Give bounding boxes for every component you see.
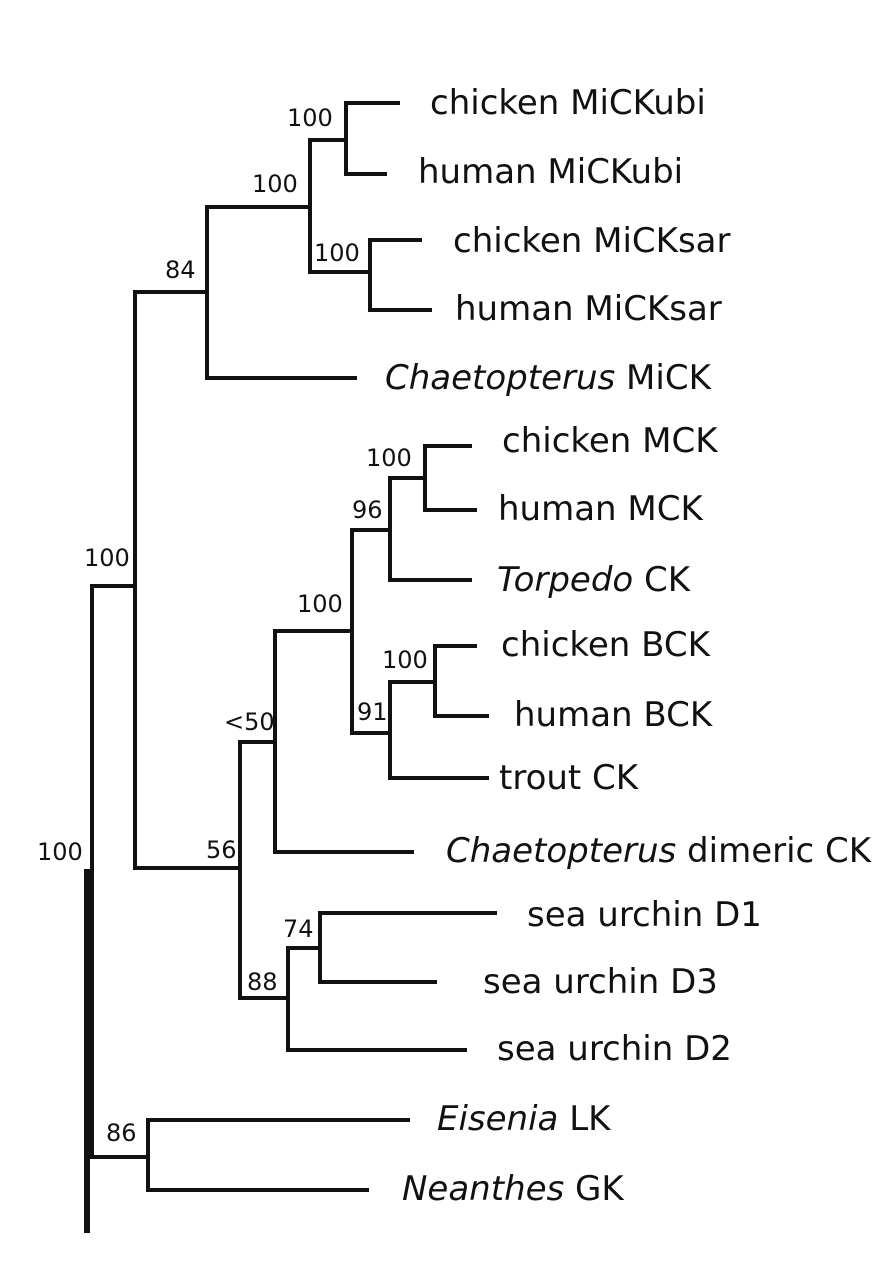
branch-mitochondrial	[205, 205, 357, 380]
support-label: 100	[37, 838, 83, 866]
taxon-name-rest: dimeric CK	[676, 831, 873, 871]
support-label: 96	[352, 496, 383, 524]
branch-mck	[423, 444, 477, 512]
taxon-label: trout CK	[499, 758, 640, 798]
branch-cytoplasmic	[238, 740, 290, 1000]
branch-ingroup	[133, 290, 242, 870]
taxon-name-rest: GK	[564, 1169, 625, 1209]
taxon-label: Chaetopterus MiCK	[385, 358, 713, 398]
support-label: 84	[165, 256, 196, 284]
branch-micksar	[368, 238, 432, 312]
taxon-label: Chaetopterus dimeric CK	[446, 831, 873, 871]
taxon-label: Torpedo CK	[497, 560, 692, 600]
taxon-label: Neanthes GK	[402, 1169, 625, 1209]
taxon-label: sea urchin D2	[497, 1029, 732, 1069]
tree-branches	[84, 101, 497, 1233]
taxon-label: human MiCKubi	[418, 152, 683, 192]
taxon-label: chicken MCK	[502, 421, 719, 461]
taxon-label: sea urchin D1	[527, 895, 762, 935]
taxon-genus: Chaetopterus	[385, 358, 615, 398]
support-label: <50	[224, 708, 275, 736]
support-label: 56	[206, 836, 237, 864]
support-label: 91	[357, 698, 388, 726]
taxon-label: human BCK	[514, 695, 714, 735]
branch-mck-torpedo	[388, 476, 472, 582]
branch-mickubi	[344, 101, 400, 176]
taxon-name-rest: CK	[633, 560, 692, 600]
branch-bck-trout	[388, 680, 489, 780]
taxon-label: chicken MiCKsar	[453, 221, 731, 261]
support-label: 74	[283, 915, 314, 943]
branch-root	[90, 584, 150, 1159]
branch-lk-gk	[146, 1118, 410, 1192]
taxon-label: chicken BCK	[501, 625, 712, 665]
taxon-genus: Neanthes	[402, 1169, 564, 1209]
taxon-name-rest: LK	[558, 1099, 612, 1139]
support-label: 100	[382, 646, 428, 674]
support-label: 100	[297, 590, 343, 618]
branch-d1-d3	[318, 911, 497, 984]
support-values: 100 100 84 100 100 100 56 <50 100 96 100…	[37, 104, 428, 1147]
support-label: 100	[366, 444, 412, 472]
taxon-genus: Eisenia	[437, 1099, 558, 1139]
taxon-label: Eisenia LK	[437, 1099, 612, 1139]
support-label: 100	[252, 170, 298, 198]
taxon-label: human MCK	[498, 489, 704, 529]
taxon-name-rest: MiCK	[615, 358, 712, 398]
support-label: 86	[106, 1119, 137, 1147]
support-label: 100	[314, 239, 360, 267]
taxon-label: chicken MiCKubi	[430, 83, 706, 123]
taxon-genus: Torpedo	[497, 560, 633, 600]
branch-bck	[433, 644, 489, 718]
branch-vertebrate-ck	[350, 528, 392, 735]
taxon-label: human MiCKsar	[455, 289, 722, 329]
support-label: 88	[247, 968, 278, 996]
taxon-label: sea urchin D3	[483, 962, 718, 1002]
branch-ck-clade	[273, 629, 414, 854]
support-label: 100	[84, 544, 130, 572]
support-label: 100	[287, 104, 333, 132]
branch-sea-urchin	[286, 946, 467, 1052]
branch-vertebrate-mick	[308, 138, 372, 274]
taxon-labels: chicken MiCKubi human MiCKubi chicken Mi…	[385, 83, 873, 1209]
taxon-genus: Chaetopterus	[446, 831, 676, 871]
